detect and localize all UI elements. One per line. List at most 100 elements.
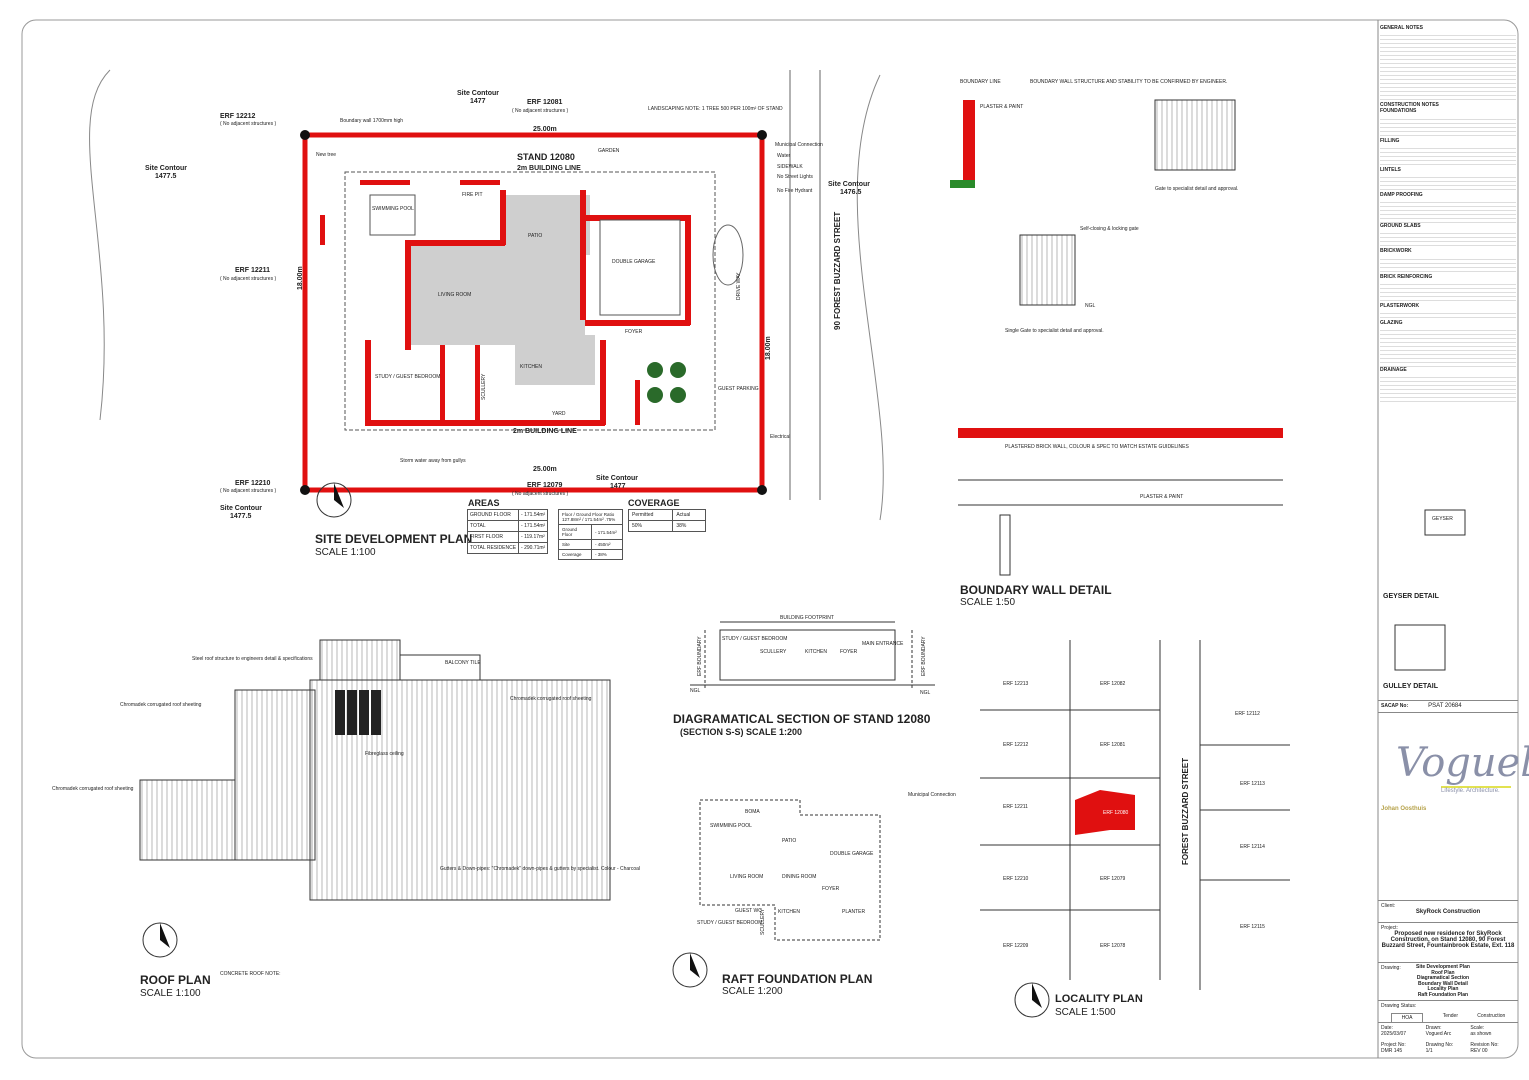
living-floor	[410, 245, 585, 345]
contour-label: Site Contour	[145, 165, 187, 172]
contour-value: 1477	[610, 483, 626, 490]
drawing-label: PLASTER & PAINT	[980, 104, 1023, 110]
drawing-label: GEYSER	[1432, 516, 1453, 522]
drawing-linework	[1032, 983, 1042, 1008]
room-label: PATIO	[528, 233, 542, 239]
ratio-value: - 450m²	[591, 539, 623, 550]
area-label: TOTAL	[466, 520, 520, 532]
drawing-label: BOMA	[745, 809, 760, 815]
drawing-list: Site Development Plan Roof Plan Diagrama…	[1416, 964, 1470, 998]
site-contour-line	[89, 69, 111, 421]
notes-text-block	[1380, 144, 1516, 167]
site-note: Boundary wall 1700mm high	[340, 118, 403, 124]
drawing-linework	[1075, 790, 1135, 835]
boundary-wall-scale: SCALE 1:50	[960, 597, 1016, 608]
room-label: GARDEN	[598, 148, 620, 154]
drawing-label: ERF 12080	[1103, 810, 1129, 816]
drawing-item: Locality Plan	[1427, 986, 1459, 992]
notes-section: PLASTERWORK	[1380, 302, 1420, 309]
room-label: FIRE PIT	[462, 192, 483, 198]
drawing-linework	[963, 100, 975, 180]
room-label: KITCHEN	[520, 364, 542, 370]
stand-label: STAND 12080	[517, 152, 575, 162]
site-note: Municipal Connection	[775, 142, 823, 148]
sheet-border	[21, 19, 1519, 1059]
site-note: LANDSCAPING NOTE: 1 TREE 500 PER 100m² O…	[648, 106, 783, 112]
drawing-label: Single Gate to specialist detail and app…	[1005, 328, 1104, 334]
site-note: Water	[777, 153, 790, 159]
drawing-linework	[690, 953, 700, 978]
site-boundary-wall	[302, 132, 765, 493]
erf-sub: ( No adjacent structures )	[512, 491, 568, 497]
drawing-label: ERF 12082	[1100, 681, 1126, 687]
roof-plan-scale: SCALE 1:100	[140, 988, 201, 999]
drawing-label: GUEST WC	[735, 908, 762, 914]
area-label: FIRST FLOOR	[466, 531, 520, 543]
drawing-linework	[1019, 234, 1076, 306]
drawing-linework	[585, 320, 690, 326]
notes-section: DRAINAGE	[1380, 367, 1407, 374]
area-value: - 119.17m²	[518, 531, 549, 543]
client-name: SkyRock Construction	[1415, 909, 1481, 915]
drawing-label: KITCHEN	[805, 649, 827, 655]
drawing-linework	[958, 428, 1283, 438]
notes-text-block	[1380, 255, 1516, 274]
notes-text-block	[1380, 115, 1516, 138]
notes-section: GLAZING	[1380, 320, 1403, 327]
drawn-value: Vogued Arc	[1425, 1031, 1452, 1037]
garage	[599, 219, 681, 316]
drawing-label: BUILDING FOOTPRINT	[780, 615, 834, 621]
notes-section: BRICK REINFORCING	[1380, 273, 1433, 280]
notes-section: DAMP PROOFING	[1380, 192, 1423, 199]
date-label: Date:	[1381, 1025, 1393, 1031]
drawing-linework	[719, 629, 896, 681]
ratio-label: Floor / Ground Floor Ratio 127.88m² / 17…	[558, 509, 623, 525]
drawing-label: FOYER	[840, 649, 858, 655]
drawing-linework	[635, 380, 640, 425]
drawing-label: Fibreglass ceiling	[365, 751, 404, 757]
drawing-label: ERF 12115	[1240, 924, 1265, 930]
drawing-linework	[1394, 624, 1446, 671]
drawing-label: STUDY / GUEST BEDROOM	[697, 920, 762, 926]
architect-name: Johan Oosthuis	[1381, 806, 1427, 812]
room-label: STUDY / GUEST BEDROOM	[375, 374, 440, 380]
erf-label: ERF 12081	[527, 99, 563, 106]
room-label: YARD	[552, 411, 566, 417]
drawing-linework	[405, 240, 411, 350]
drawing-label: FOREST BUZZARD STREET	[1181, 758, 1190, 865]
drawing-no-value: 1/1	[1425, 1048, 1433, 1054]
ratio-table: Floor / Ground Floor Ratio 127.88m² / 17…	[558, 509, 623, 560]
section-subtitle: (SECTION S-S) SCALE 1:200	[680, 727, 802, 737]
architect-logo-block: Voguel Lifestyle. Architecture. Johan Oo…	[1378, 712, 1529, 897]
areas-title: AREAS	[468, 498, 500, 508]
drawing-linework	[335, 690, 345, 735]
building-line	[344, 171, 716, 431]
drawing-linework	[334, 483, 344, 508]
project-description: Proposed new residence for SkyRock Const…	[1381, 931, 1515, 949]
section-scale: SCALE 1:200	[746, 727, 803, 737]
drawing-linework	[999, 514, 1011, 576]
drawing-item: Boundary Wall Detail	[1418, 980, 1468, 987]
site-note: No Fire Hydrant	[777, 188, 813, 194]
width-dimension: 25.00m	[533, 466, 557, 473]
notes-section: GROUND SLABS	[1380, 223, 1421, 230]
drawing-linework	[475, 345, 480, 420]
area-value: - 290.71m²	[518, 542, 549, 554]
drawing-linework	[460, 180, 500, 185]
swimming-pool	[369, 194, 416, 236]
scale-value: as shown	[1470, 1031, 1492, 1037]
sacap-row: SACAP No: PSAT 20684	[1378, 700, 1518, 712]
drawing-linework	[347, 690, 357, 735]
drawing-item: Raft Foundation Plan	[1417, 991, 1469, 998]
drawing-label: Chromadek corrugated roof sheeting	[120, 702, 202, 708]
drawing-linework	[670, 362, 686, 378]
drawing-label: STUDY / GUEST BEDROOM	[722, 636, 787, 642]
contour-value: 1477.5	[230, 513, 252, 520]
locality-scale: SCALE 1:500	[1055, 1007, 1116, 1018]
general-notes-title: GENERAL NOTES	[1380, 25, 1423, 31]
patio-floor	[500, 195, 590, 255]
notes-text-block	[1380, 230, 1516, 249]
drawing-label: ERF 12113	[1240, 781, 1265, 787]
contour-value: 1476.5	[840, 189, 862, 196]
